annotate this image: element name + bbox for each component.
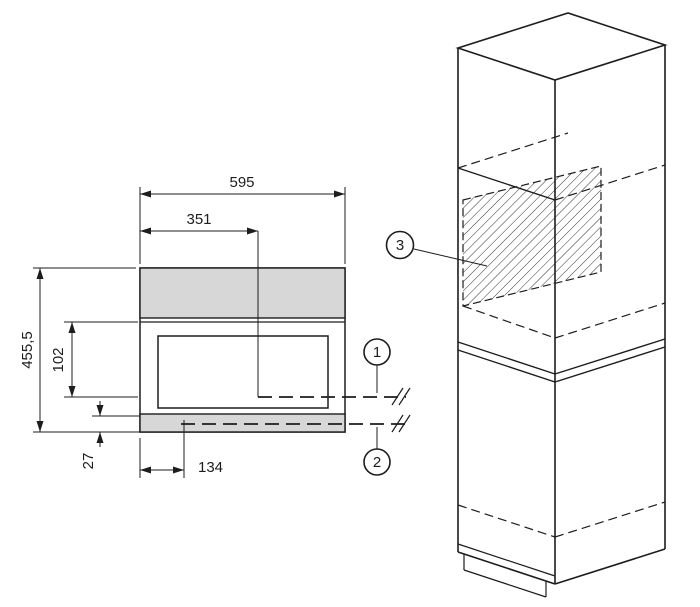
- break-mark: [391, 387, 404, 406]
- break-mark: [391, 414, 404, 433]
- plinth-bottom-edge: [463, 569, 547, 598]
- appliance-front: [139, 231, 346, 433]
- cabinet-bottom-shelf-edge: [457, 543, 556, 577]
- callout-1: 1: [363, 338, 391, 393]
- lower-compartment-floor-hidden-edge: [457, 504, 556, 538]
- appliance-bottom-hidden-edge: [462, 305, 556, 339]
- appliance-niche-hatch-area: [462, 165, 602, 307]
- dim-label-inner-height: 102: [50, 347, 67, 372]
- dim-label-total-width: 595: [229, 174, 254, 191]
- dim-label-bottom-height: 27: [80, 453, 97, 470]
- cabinet-bottom-front-edge: [457, 551, 556, 585]
- cabinet-isometric-view: 3: [385, 12, 668, 598]
- appliance-bottom-panel: [139, 413, 346, 433]
- dimension-bottom-height: 27: [80, 401, 140, 469]
- callout-circle: [385, 230, 415, 260]
- callout-3: 3: [385, 230, 488, 267]
- callout-1-label: 1: [373, 344, 381, 361]
- callout-circle: [363, 338, 391, 366]
- dim-label-bottom-width: 134: [198, 459, 223, 476]
- callout-3-label: 3: [396, 237, 404, 254]
- niche-shelf-side-edge: [554, 338, 666, 375]
- dimension-inner-width: 351: [140, 211, 258, 235]
- dimension-total-width: 595: [139, 174, 346, 264]
- front-view: 595 351 455,5 102 27: [19, 174, 411, 478]
- niche-structure: [457, 132, 666, 538]
- callout-circle: [363, 448, 391, 476]
- cabinet-bottom-side-edge: [554, 548, 666, 585]
- appliance-door-window: [157, 335, 329, 409]
- appliance-bottom-side-hidden-edge: [554, 302, 666, 339]
- callout-2: 2: [363, 427, 391, 476]
- lower-compartment-floor-side-hidden-edge: [554, 501, 666, 538]
- callout-2-label: 2: [373, 454, 381, 471]
- dim-label-total-height: 455,5: [19, 331, 36, 369]
- niche-ceiling-depth-edge: [457, 132, 569, 169]
- dimension-bottom-width: 134: [139, 420, 223, 478]
- appliance-top-panel: [139, 267, 346, 319]
- niche-shelf-top-edge: [457, 341, 556, 375]
- callout-leader: [413, 248, 488, 267]
- niche-bottom-side-edge: [554, 346, 666, 383]
- break-mark: [398, 414, 411, 433]
- connection-lines: [181, 387, 411, 433]
- dimension-inner-height: 102: [50, 321, 138, 398]
- dim-label-inner-width: 351: [186, 211, 211, 228]
- niche-bottom-front-edge: [457, 349, 556, 383]
- dimension-total-height: 455,5: [19, 267, 136, 433]
- cabinet-top-face: [455, 12, 668, 81]
- cabinet-outline: [455, 12, 668, 598]
- break-mark: [398, 387, 411, 406]
